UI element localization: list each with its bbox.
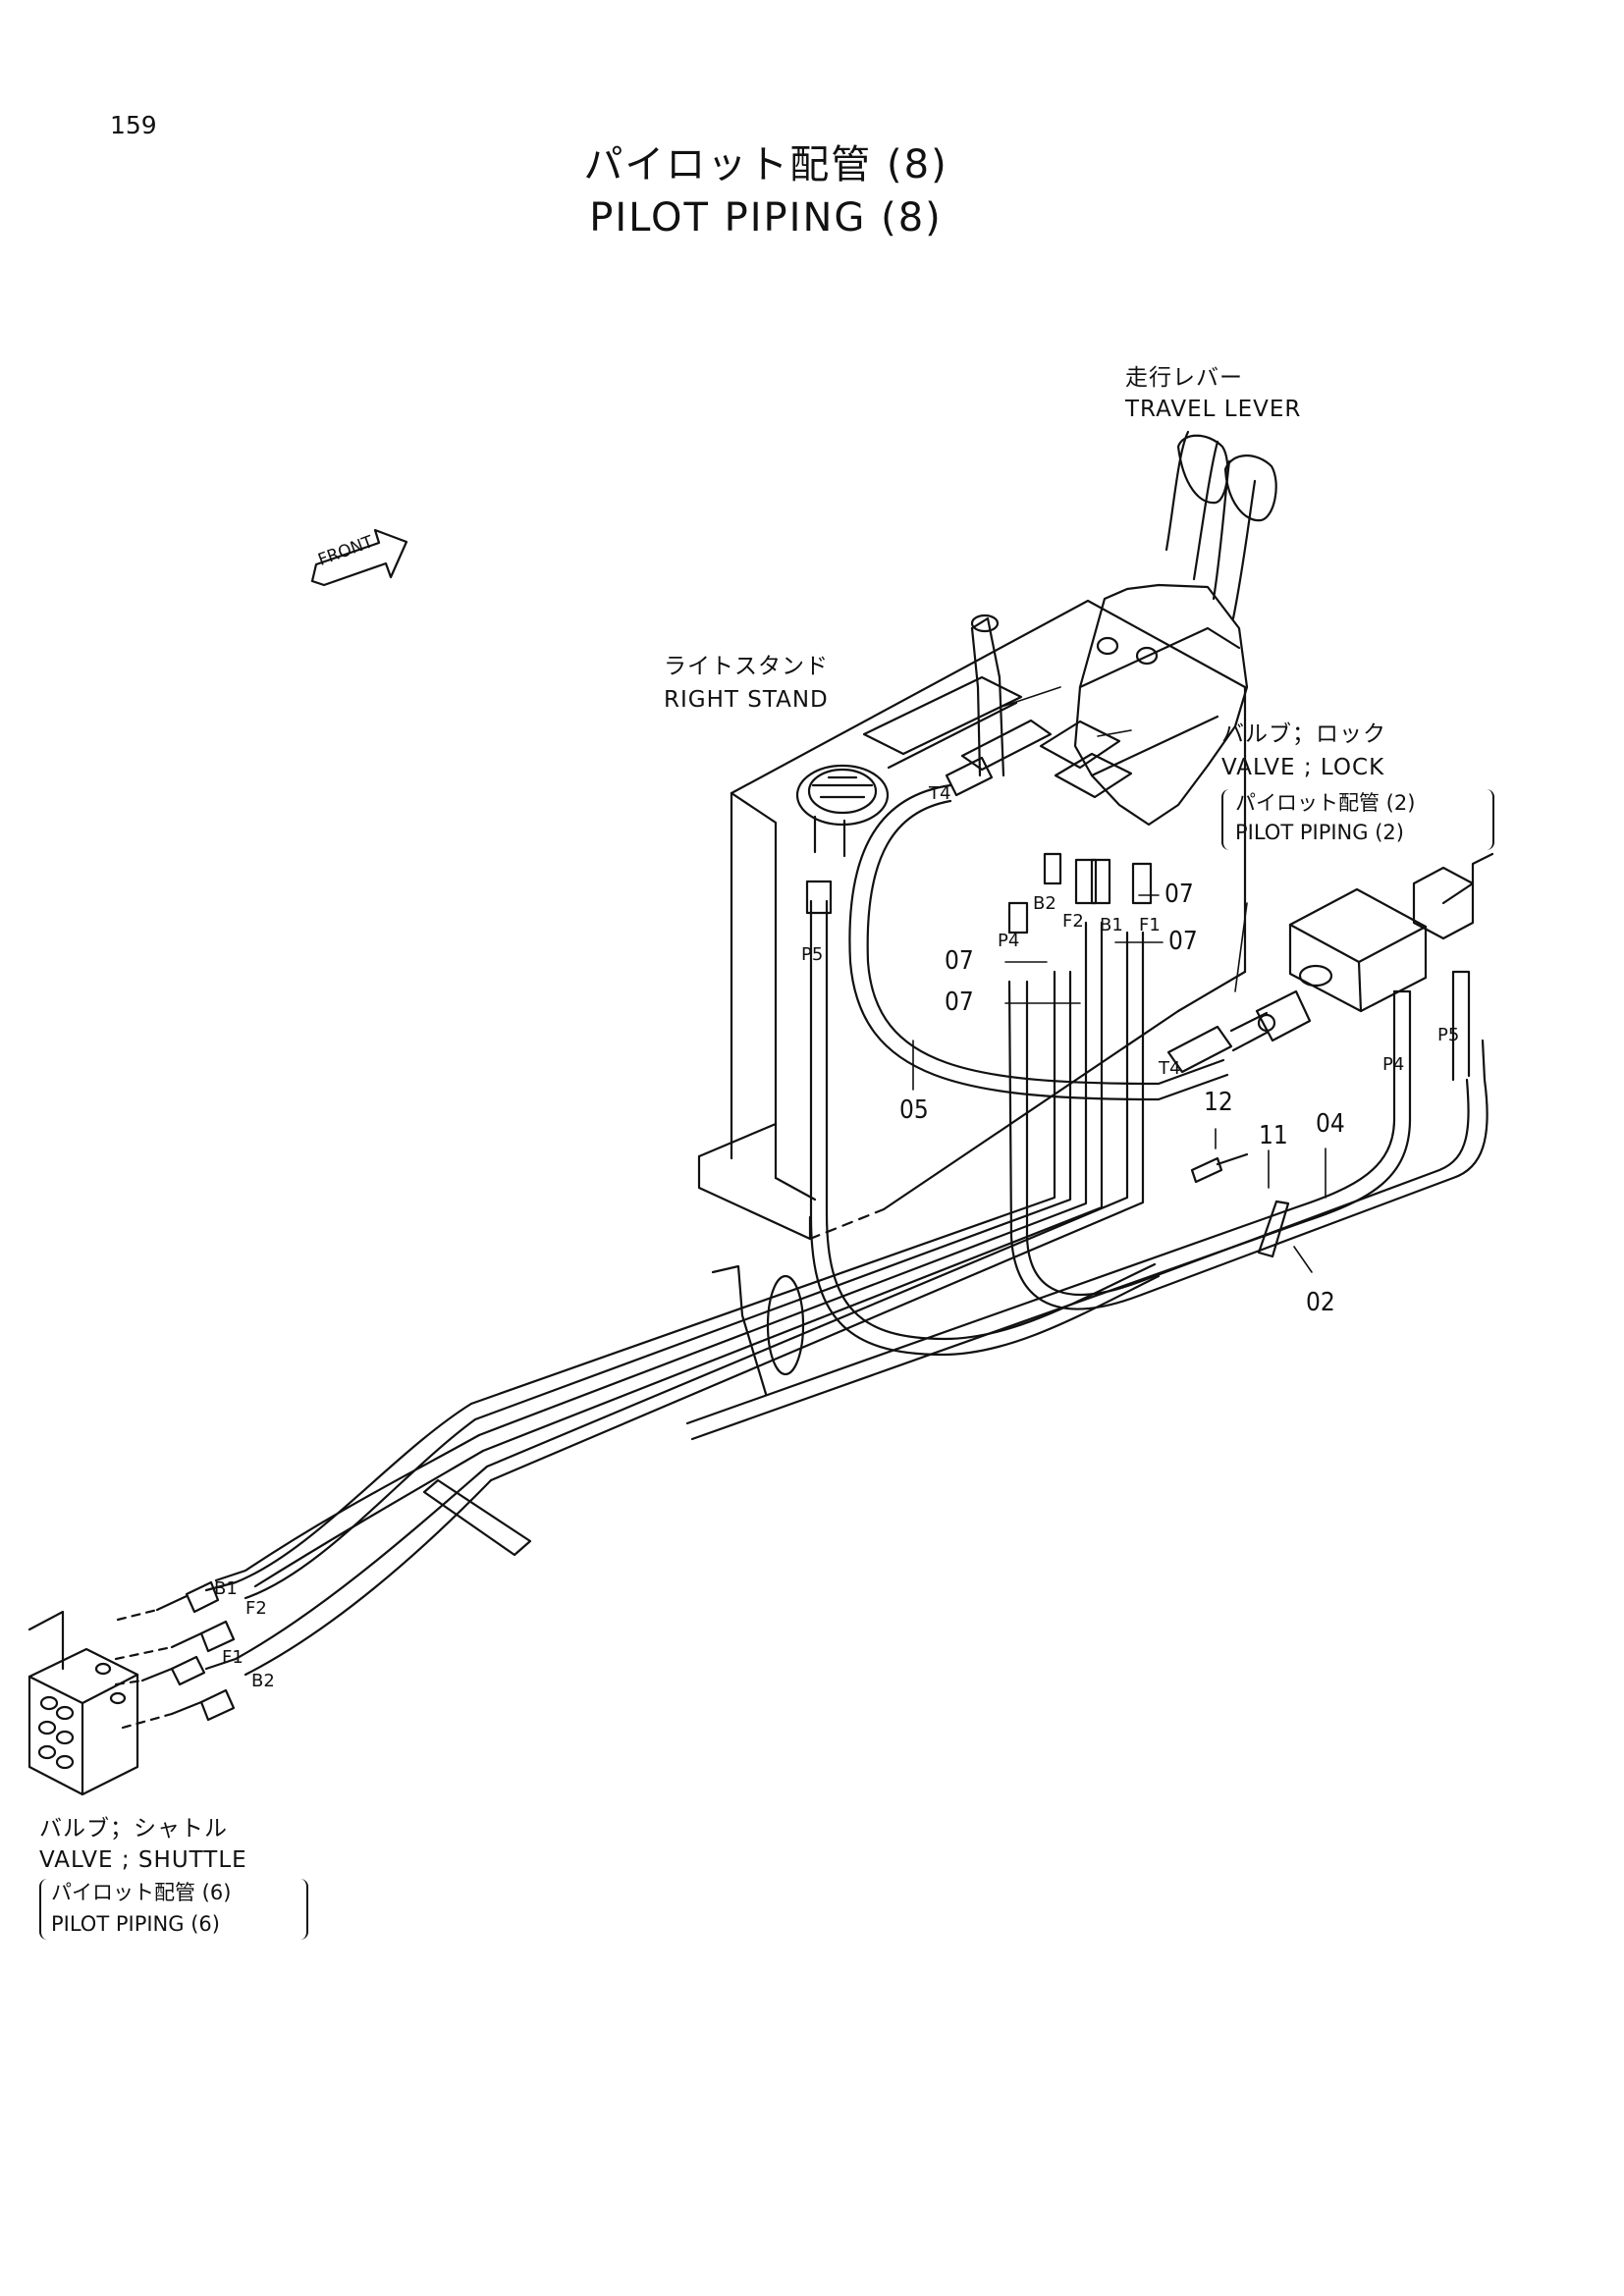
part-number-07: 07 xyxy=(945,946,974,976)
part-number-07: 07 xyxy=(945,988,974,1017)
shuttle-valve-reference-en: PILOT PIPING (6) xyxy=(51,1912,220,1936)
port-label-p5: P5 xyxy=(1437,1025,1460,1045)
port-label-t4: T4 xyxy=(929,783,951,804)
port-label-f2: F2 xyxy=(245,1598,267,1619)
part-number-07: 07 xyxy=(1168,927,1198,956)
clamps xyxy=(422,1152,1290,1557)
port-label-f1: F1 xyxy=(222,1647,244,1668)
part-number-05: 05 xyxy=(899,1095,929,1125)
part-number-11: 11 xyxy=(1259,1121,1288,1150)
travel-lever-label-jp: 走行レバー xyxy=(1125,365,1243,391)
lock-valve-hoses xyxy=(1392,970,1471,1082)
lock-valve-reference-jp: パイロット配管 (2) xyxy=(1235,791,1416,815)
shuttle-valve xyxy=(27,1610,139,1796)
lock-valve xyxy=(1255,852,1494,1042)
right-stand-label-en: RIGHT STAND xyxy=(664,687,829,713)
port-label-f1: F1 xyxy=(1139,915,1161,935)
page-number: 159 xyxy=(110,111,157,139)
port-label-b1: B1 xyxy=(214,1578,238,1599)
port-label-b2: B2 xyxy=(251,1671,275,1691)
title-english: PILOT PIPING (8) xyxy=(589,195,943,240)
port-label-p5: P5 xyxy=(801,944,824,965)
lock-valve-label-jp: バルブ；ロック xyxy=(1221,721,1386,747)
right-stand-label-jp: ライトスタンド xyxy=(664,654,829,679)
lock-valve-reference-bracket xyxy=(1221,789,1494,850)
port-label-b1: B1 xyxy=(1100,915,1123,935)
shuttle-valve-label-jp: バルブ；シャトル xyxy=(39,1816,228,1842)
travel-lever-label-en: TRAVEL LEVER xyxy=(1125,397,1302,422)
port-label-b2: B2 xyxy=(1033,893,1056,914)
part-number-02: 02 xyxy=(1306,1288,1335,1317)
part-number-12: 12 xyxy=(1204,1088,1233,1117)
port-label-f2: F2 xyxy=(1062,911,1084,932)
right-stand-console xyxy=(697,599,1247,1241)
console-fittings xyxy=(805,756,1153,934)
shuttle-valve-reference-jp: パイロット配管 (6) xyxy=(51,1881,232,1904)
lock-valve-reference-en: PILOT PIPING (2) xyxy=(1235,821,1404,844)
port-label-p4: P4 xyxy=(998,931,1020,951)
shuttle-valve-label-en: VALVE ; SHUTTLE xyxy=(39,1847,247,1873)
leader-lines xyxy=(912,686,1326,1273)
shuttle-valve-reference-bracket xyxy=(39,1879,308,1940)
front-arrow-icon xyxy=(310,528,408,587)
lock-valve-label-en: VALVE ; LOCK xyxy=(1221,755,1385,780)
travel-lever-assembly xyxy=(1039,430,1277,827)
shuttle-fittings xyxy=(114,1580,236,1730)
title-japanese: パイロット配管 (8) xyxy=(583,142,948,187)
hose-bundle xyxy=(204,783,1489,1677)
port-label-t4: T4 xyxy=(1159,1058,1181,1079)
part-number-07: 07 xyxy=(1164,880,1194,909)
port-label-p4: P4 xyxy=(1382,1054,1405,1075)
part-number-04: 04 xyxy=(1316,1109,1345,1139)
